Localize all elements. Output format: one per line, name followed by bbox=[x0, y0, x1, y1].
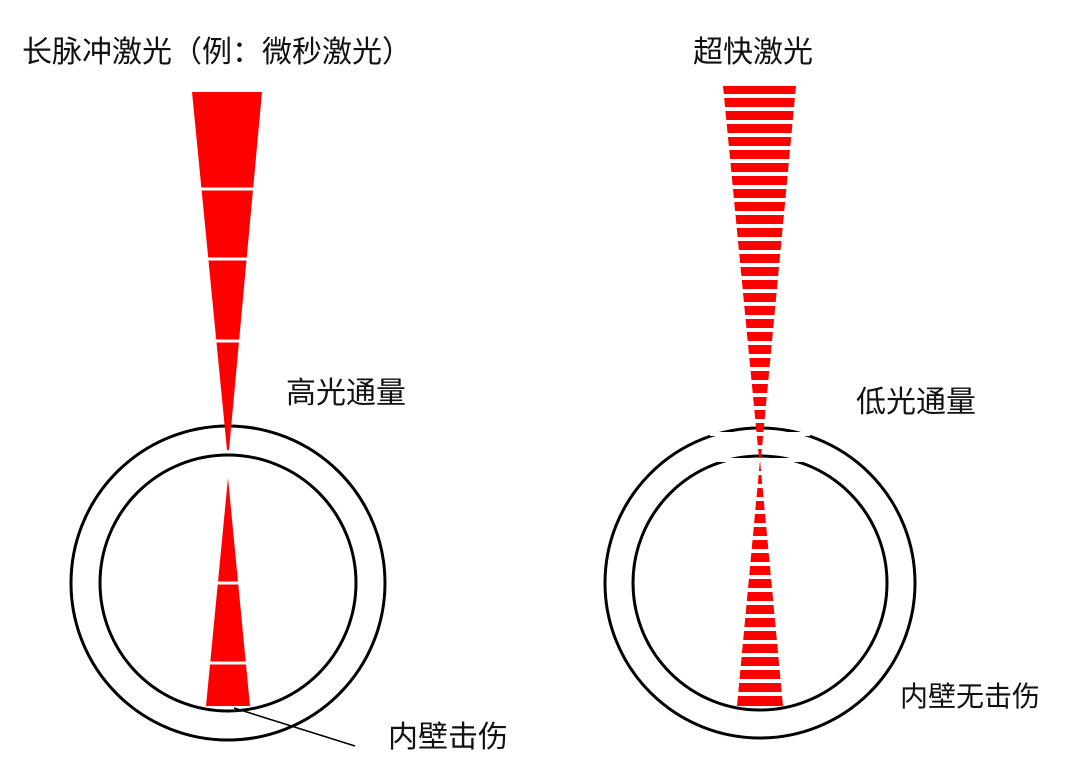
right-fluence-label: 低光通量 bbox=[856, 385, 976, 420]
left-tube-inner-wall bbox=[98, 453, 358, 713]
left-damage-label: 内壁击伤 bbox=[388, 720, 508, 755]
right-beam-lower-cone bbox=[737, 460, 783, 706]
right-beam-upper-cone bbox=[723, 86, 796, 458]
left-beam-gaps bbox=[180, 187, 275, 665]
left-beam bbox=[192, 92, 262, 706]
left-damage-pointer bbox=[233, 707, 356, 747]
left-beam-lower-cone bbox=[206, 478, 250, 706]
left-beam-upper-cone bbox=[192, 92, 262, 450]
left-fluence-label: 高光通量 bbox=[286, 376, 406, 411]
right-damage-label: 内壁无击伤 bbox=[900, 680, 1040, 713]
right-beam bbox=[723, 86, 796, 706]
right-title: 超快激光 bbox=[693, 35, 813, 70]
right-beam-stripes bbox=[710, 94, 810, 696]
left-title: 长脉冲激光（例：微秒激光） bbox=[22, 35, 412, 70]
